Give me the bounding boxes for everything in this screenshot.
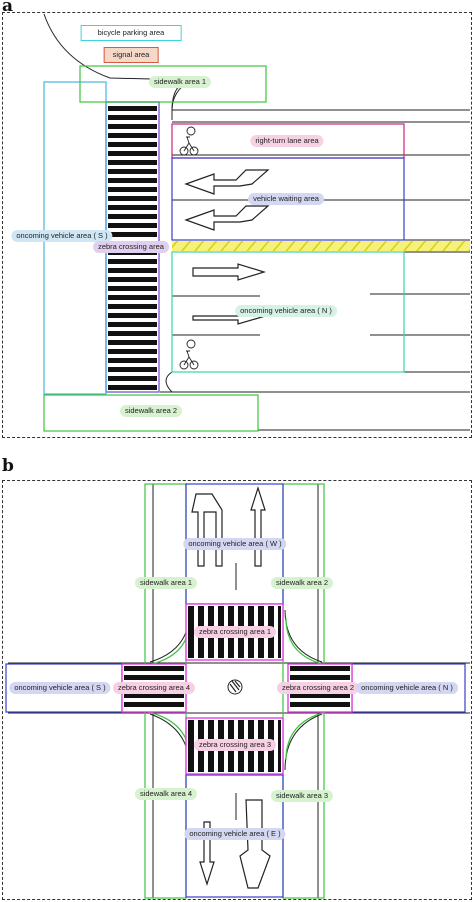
label-sidewalk-1: sidewalk area 1	[148, 76, 212, 88]
panel-a-sidewalk1-box	[79, 65, 267, 103]
manhole-icon	[227, 679, 243, 695]
panel-a-left-arrows	[184, 169, 270, 231]
panel-a-center-line	[172, 241, 470, 251]
label-b-sidewalk-1: sidewalk area 1	[134, 577, 198, 589]
panel-b-frame	[2, 480, 472, 900]
label-sidewalk-2: sidewalk area 2	[119, 405, 183, 417]
label-right-turn: right-turn lane area	[250, 135, 324, 147]
label-zebra-2: zebra crossing area 2	[276, 682, 360, 694]
label-bicycle-parking: bicycle parking area	[80, 25, 182, 41]
label-b-sidewalk-4: sidewalk area 4	[134, 788, 198, 800]
label-signal: signal area	[103, 47, 159, 63]
label-oncoming-s-a: oncoming vehicle area ( S )	[11, 230, 113, 242]
label-oncoming-e: oncoming vehicle area ( E )	[184, 828, 286, 840]
panel-a-sidewalk2-box	[43, 394, 259, 432]
panel-a-oncoming-n-box	[171, 251, 405, 373]
label-b-sidewalk-2: sidewalk area 2	[270, 577, 334, 589]
label-oncoming-s-b: oncoming vehicle area ( S )	[9, 682, 111, 694]
label-zebra-4: zebra crossing area 4	[112, 682, 196, 694]
label-vehicle-waiting: vehicle waiting area	[248, 193, 324, 205]
panel-b-letter: b	[2, 456, 14, 476]
label-zebra-1: zebra crossing area 1	[193, 626, 277, 638]
label-oncoming-n-a: oncoming vehicle area ( N )	[235, 305, 337, 317]
label-b-sidewalk-3: sidewalk area 3	[270, 790, 334, 802]
panel-a-waiting-box	[171, 157, 405, 241]
panel-a-letter: a	[2, 0, 14, 16]
bicycle-icon	[179, 339, 199, 370]
panel-a-frame	[2, 12, 472, 438]
label-oncoming-w: oncoming vehicle area ( W )	[183, 538, 287, 550]
bicycle-icon	[179, 126, 199, 156]
panel-b-road	[8, 484, 470, 898]
label-zebra-3: zebra crossing area 3	[193, 739, 277, 751]
label-oncoming-n-b: oncoming vehicle area ( N )	[356, 682, 458, 694]
label-zebra-a: zebra crossing area	[93, 241, 169, 253]
